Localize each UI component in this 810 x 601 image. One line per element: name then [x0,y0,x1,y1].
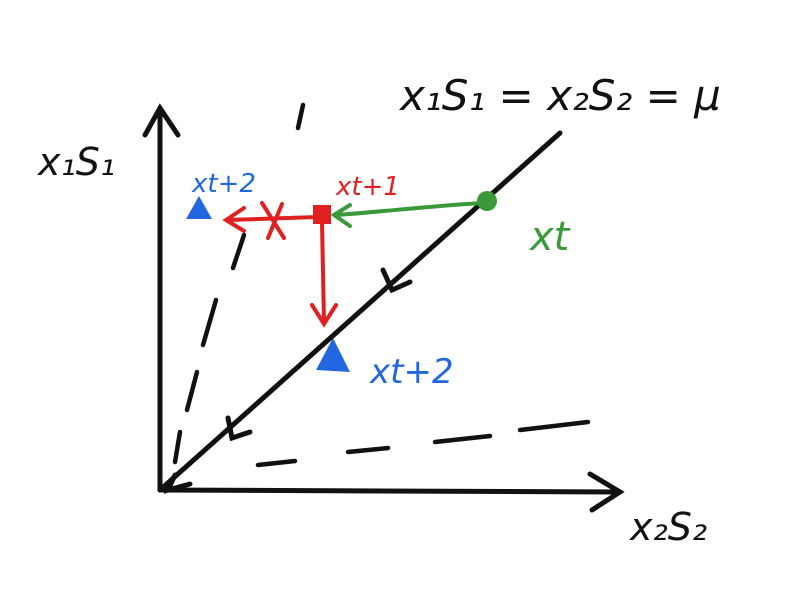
rejected-triangle-icon [186,196,212,219]
circle-icon [477,191,497,211]
xt1-label: xt+1 [335,172,400,202]
origin-hook [163,472,193,494]
neighborhood-lower-dashed [255,419,591,468]
green-step-arrow [334,201,486,217]
x-axis [157,487,621,495]
x-mark-icon [260,201,286,240]
green-step-arrowhead [330,203,352,228]
central-path [157,130,563,494]
y-axis-arrowhead [142,103,181,138]
red-vertical-arrowhead [310,303,338,328]
central-path-line [157,130,563,493]
red-steps [222,201,338,328]
path-direction-chevron-lower [225,415,253,442]
path-direction-chevron-upper [380,267,413,294]
x-axis-label: x₂S₂ [629,505,707,549]
red-horizontal-arrowhead [222,206,246,233]
y-axis-label: x₁S₁ [37,140,115,184]
green-step [330,191,497,228]
triangle-icon [316,338,350,372]
square-icon [313,205,331,224]
neighborhood-upper-dashed [172,102,306,465]
xt-label: xt [528,214,571,260]
equation-label: x₁S₁ = x₂S₂ = μ [398,71,721,120]
red-vertical-arrow [320,220,326,324]
xt2-on-path-label: xt+2 [369,352,454,392]
xt2-rejected-label: xt+2 [191,169,256,199]
axes [142,103,625,513]
x-axis-arrowhead [587,471,625,513]
